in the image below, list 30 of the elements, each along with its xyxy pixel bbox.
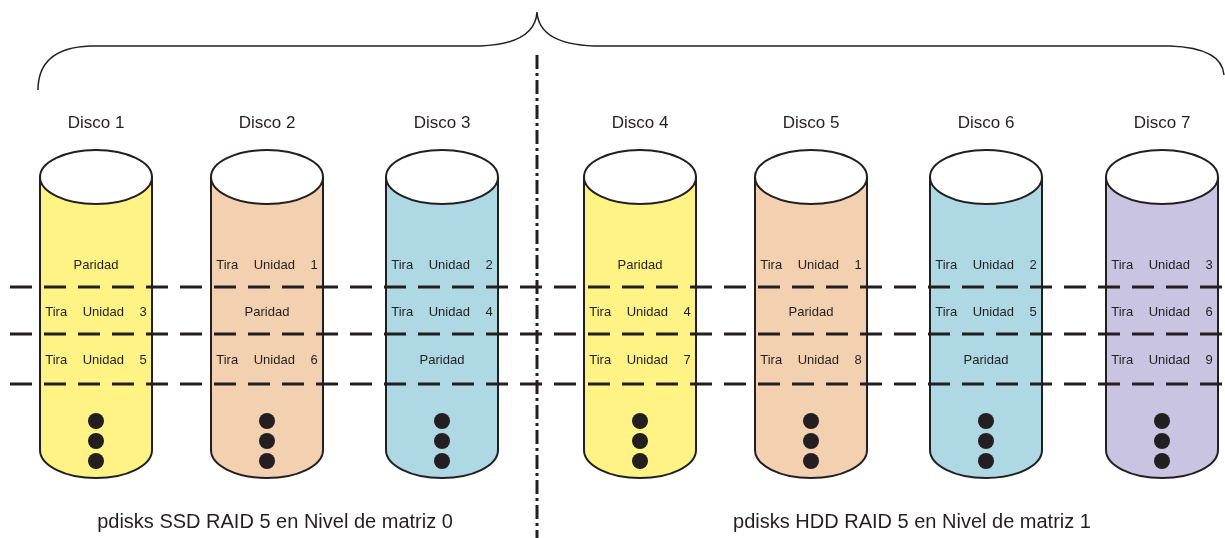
stripe-text: Paridad (73, 256, 119, 272)
stripe-text: Tira Unidad 4 (589, 303, 691, 319)
disk-label: Disco 7 (1133, 113, 1191, 133)
stripe-text: Tira Unidad 5 (935, 303, 1037, 319)
stripe-text: Tira Unidad 2 (935, 256, 1037, 272)
stripe-text: Tira Unidad 3 (45, 303, 147, 319)
stripe-text: Tira Unidad 4 (391, 303, 493, 319)
stripe-text: Tira Unidad 1 (216, 256, 318, 272)
group-caption: pdisks HDD RAID 5 en Nivel de matriz 1 (733, 510, 1091, 533)
stripe-text: Tira Unidad 1 (760, 256, 862, 272)
stripe-text: Paridad (244, 303, 290, 319)
stripe-text: Tira Unidad 7 (589, 351, 691, 367)
stripe-text: Tira Unidad 9 (1111, 351, 1213, 367)
stripe-text: Tira Unidad 6 (1111, 303, 1213, 319)
disk-label: Disco 2 (238, 113, 296, 133)
disk-label: Disco 3 (413, 113, 471, 133)
group-caption: pdisks SSD RAID 5 en Nivel de matriz 0 (97, 510, 453, 533)
stripe-text: Paridad (788, 303, 834, 319)
stripe-text: Tira Unidad 5 (45, 351, 147, 367)
stripe-text: Tira Unidad 2 (391, 256, 493, 272)
stripe-text: Tira Unidad 3 (1111, 256, 1213, 272)
stripe-text: Tira Unidad 8 (760, 351, 862, 367)
stripe-text: Paridad (963, 351, 1009, 367)
stripe-text: Paridad (617, 256, 663, 272)
disk-label: Disco 5 (782, 113, 840, 133)
stripe-text: Paridad (419, 351, 465, 367)
disk-label: Disco 1 (67, 113, 125, 133)
disk-label: Disco 6 (957, 113, 1015, 133)
stripe-text: Tira Unidad 6 (216, 351, 318, 367)
disk-label: Disco 4 (611, 113, 669, 133)
